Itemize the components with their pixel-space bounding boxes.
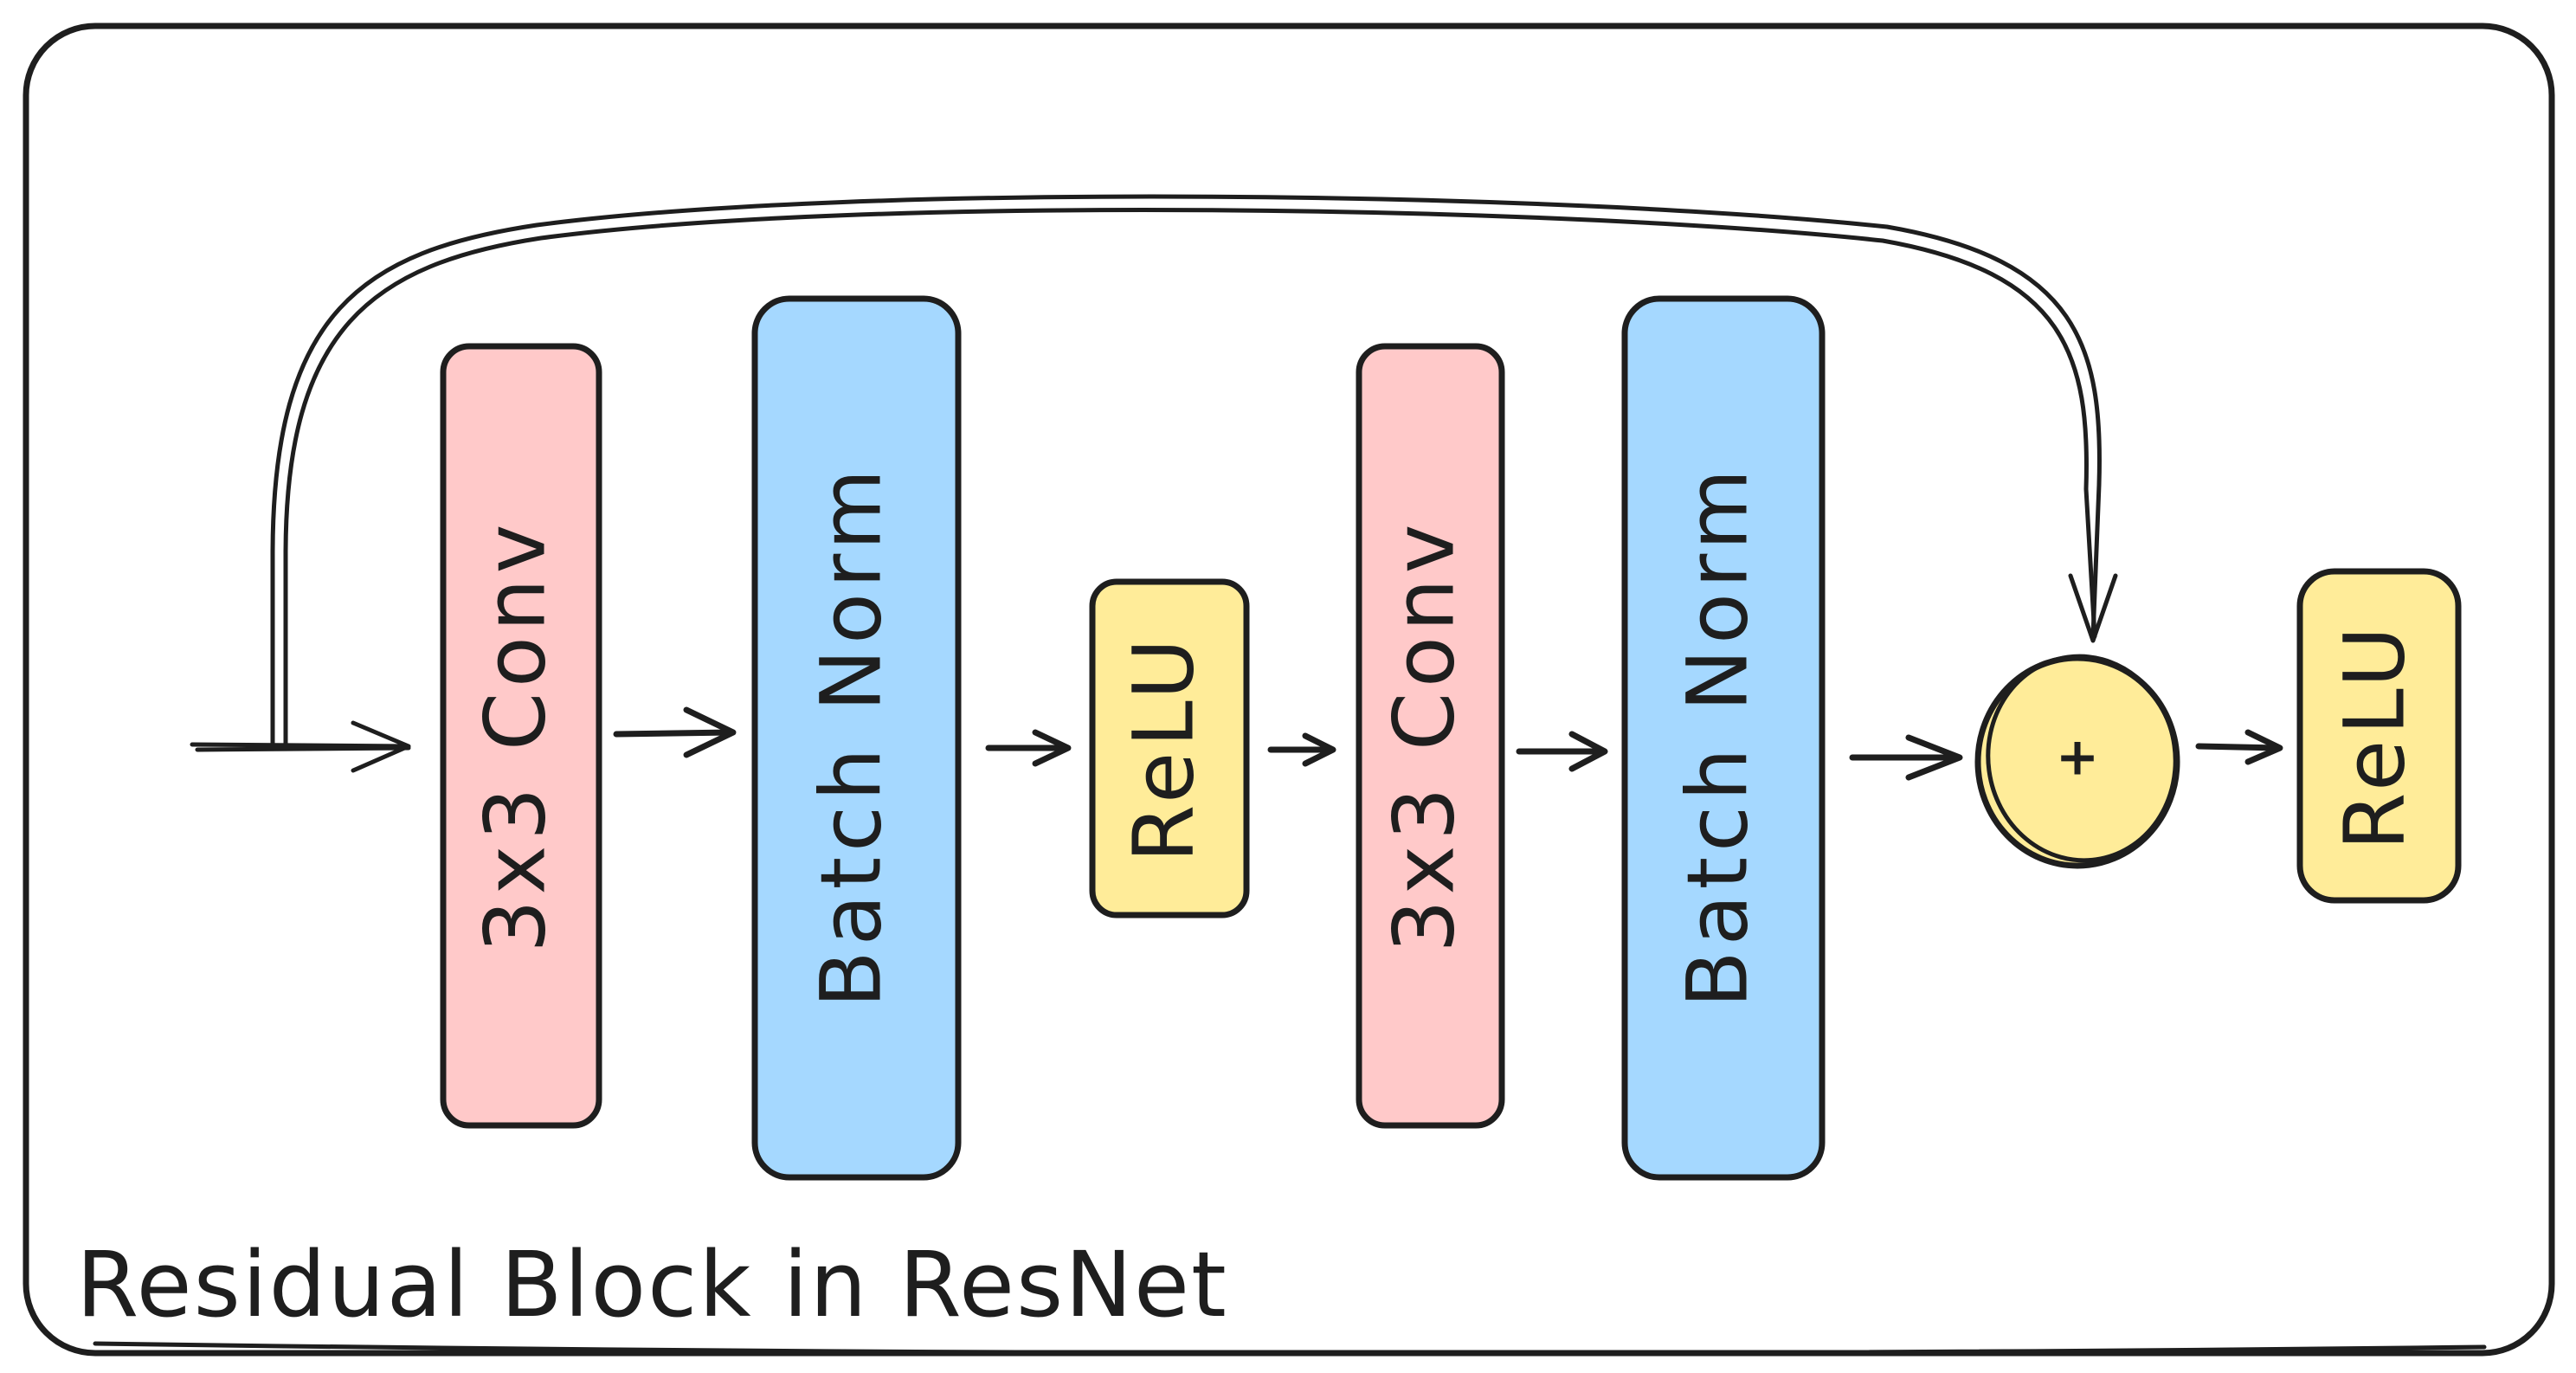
arrow-conv1-to-bn1 bbox=[613, 706, 737, 758]
arrowhead-icon bbox=[1302, 732, 1336, 767]
relu2-label: ReLU bbox=[2326, 622, 2423, 850]
arrow-relu1-to-conv2 bbox=[1267, 732, 1336, 767]
skip-connection-arrow bbox=[270, 194, 2118, 747]
node-relu1: ReLU bbox=[1089, 578, 1250, 919]
conv2-label: 3x3 Conv bbox=[1375, 519, 1472, 953]
outer-frame bbox=[23, 23, 2555, 1357]
plus-icon: + bbox=[2056, 727, 2099, 788]
bn2-label: Batch Norm bbox=[1669, 464, 1766, 1008]
node-conv2: 3x3 Conv bbox=[1356, 343, 1505, 1129]
node-bn2: Batch Norm bbox=[1621, 295, 1826, 1181]
input-arrow bbox=[190, 720, 411, 773]
arrowhead-icon bbox=[1568, 731, 1608, 772]
arrow-add-to-relu2 bbox=[2195, 729, 2283, 765]
arrowhead-icon bbox=[1905, 734, 1963, 781]
relu1-label: ReLU bbox=[1115, 634, 1212, 862]
arrowhead-icon bbox=[2244, 729, 2283, 765]
arrow-bn1-to-relu1 bbox=[985, 729, 1072, 767]
node-bn1: Batch Norm bbox=[751, 295, 962, 1181]
node-conv1: 3x3 Conv bbox=[440, 343, 602, 1129]
skip-arrowhead-icon bbox=[2068, 573, 2118, 643]
arrowhead-icon bbox=[683, 706, 737, 758]
node-add: + bbox=[1974, 654, 2180, 869]
diagram-title: Residual Block in ResNet bbox=[76, 1232, 1228, 1338]
node-relu2: ReLU bbox=[2296, 568, 2462, 904]
arrowhead-icon bbox=[1032, 729, 1072, 767]
bn1-label: Batch Norm bbox=[802, 464, 899, 1008]
arrow-conv2-to-bn2 bbox=[1516, 731, 1608, 772]
arrowhead-icon bbox=[351, 720, 411, 773]
arrow-bn2-to-add bbox=[1849, 734, 1963, 781]
conv1-label: 3x3 Conv bbox=[467, 519, 564, 953]
